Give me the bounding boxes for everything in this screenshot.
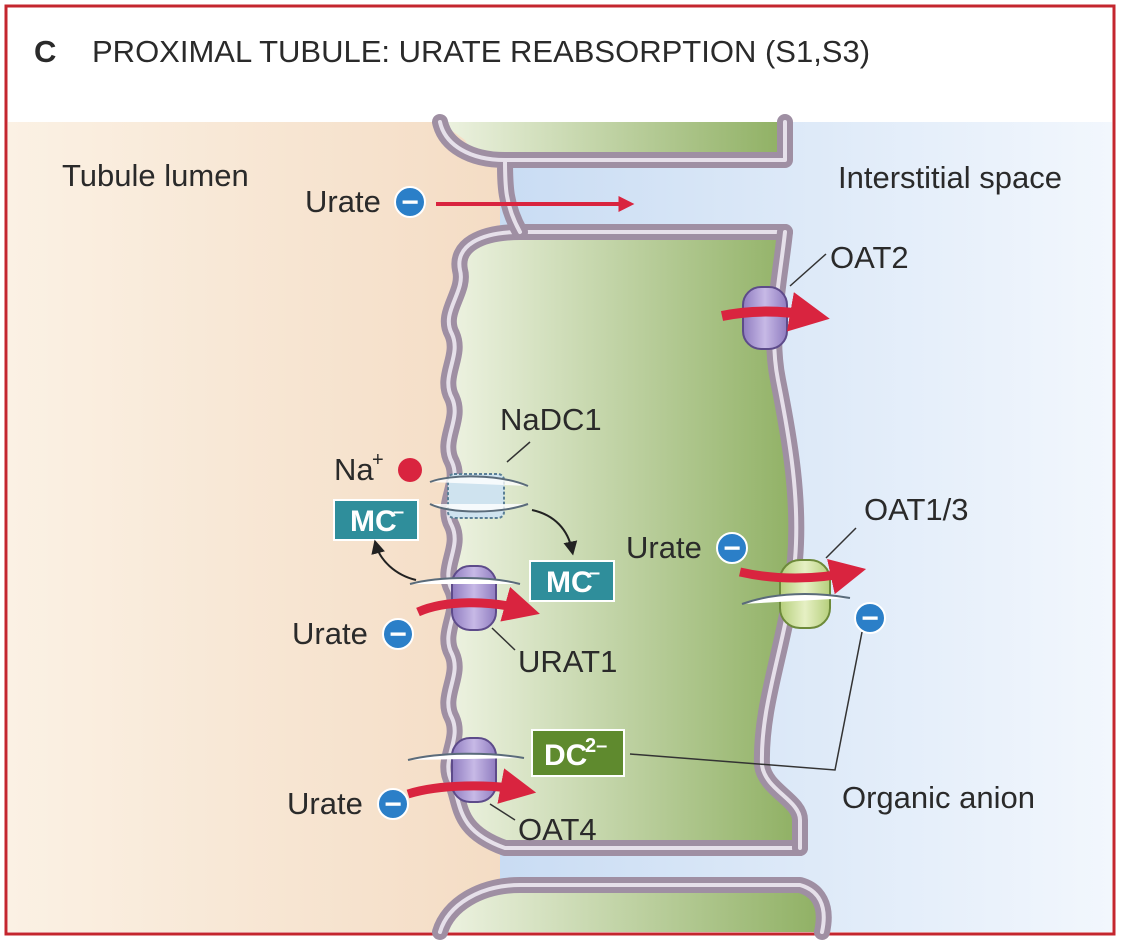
mc-charge-cell: –: [589, 562, 600, 584]
organic-anion-connector: [629, 631, 863, 771]
organic-anion-icon: [854, 602, 886, 634]
upper-cell-slice: [440, 122, 785, 160]
sodium-label: Na: [334, 452, 374, 487]
oat2-transporter: [742, 286, 788, 350]
nadc1-label: NaDC1: [500, 402, 602, 437]
urat1-transporter: [451, 565, 497, 631]
nadc1-transporter: [429, 473, 529, 519]
urate-anion-icon: [394, 186, 426, 218]
sodium-charge: +: [372, 449, 384, 471]
dc-charge: 2–: [585, 735, 607, 757]
urate-anion-oat13-minus: −: [723, 532, 741, 565]
mc-label-cell: MC: [546, 566, 593, 599]
organic-anion-label: Organic anion: [842, 780, 1035, 815]
oat4-dc-exchange-arrow: [407, 752, 525, 761]
urate-anion-urat1-icon: [382, 618, 414, 650]
oat13-urate-arrow: [738, 558, 867, 595]
oat2-label: OAT2: [830, 240, 909, 275]
mc-box-cell: [529, 560, 615, 602]
oat2-pointer: [789, 253, 827, 287]
panel-letter: C: [34, 34, 56, 69]
mc-entry-arrow: [531, 509, 578, 556]
panel-title: PROXIMAL TUBULE: URATE REABSORPTION (S1,…: [92, 34, 870, 69]
oat13-pointer: [825, 527, 857, 559]
organic-anion-minus: −: [861, 602, 879, 635]
dc-box: [531, 729, 625, 777]
sodium-ion-icon: [398, 458, 422, 482]
urate-anion-oat4-icon: [377, 788, 409, 820]
urate-anion-oat13-icon: [716, 532, 748, 564]
oat4-label: OAT4: [518, 812, 597, 847]
urat1-pointer: [491, 627, 516, 651]
mc-charge-lumen: –: [393, 501, 404, 523]
urate-anion-minus: −: [401, 186, 419, 219]
urate-label-oat4: Urate: [287, 786, 363, 821]
mc-exit-arrow: [371, 539, 417, 581]
oat13-label: OAT1/3: [864, 492, 969, 527]
oat4-pointer: [489, 803, 516, 821]
urat1-urate-arrow: [416, 586, 540, 622]
oat4-transporter: [451, 737, 497, 803]
mc-label-lumen: MC: [350, 505, 397, 538]
lower-cell-slice: [440, 885, 824, 932]
epithelial-cell: [447, 232, 800, 848]
urat1-mc-exchange-arrow: [409, 577, 521, 585]
oat2-efflux-arrow: [720, 292, 830, 332]
urate-label-paracellular: Urate: [305, 184, 381, 219]
urate-label-oat13: Urate: [626, 530, 702, 565]
lumen-label: Tubule lumen: [62, 158, 249, 193]
lumen-region: [8, 122, 508, 932]
oat13-exchange-arrow: [741, 593, 851, 605]
mc-box-lumen: [333, 499, 419, 541]
urate-anion-oat4-minus: −: [384, 788, 402, 821]
nadc1-pointer: [506, 441, 531, 463]
urate-label-urat1: Urate: [292, 616, 368, 651]
urat1-label: URAT1: [518, 644, 617, 679]
dc-label: DC: [544, 739, 587, 772]
urate-anion-urat1-minus: −: [389, 618, 407, 651]
oat4-urate-arrow: [406, 768, 537, 804]
interstitium-label: Interstitial space: [838, 160, 1062, 195]
